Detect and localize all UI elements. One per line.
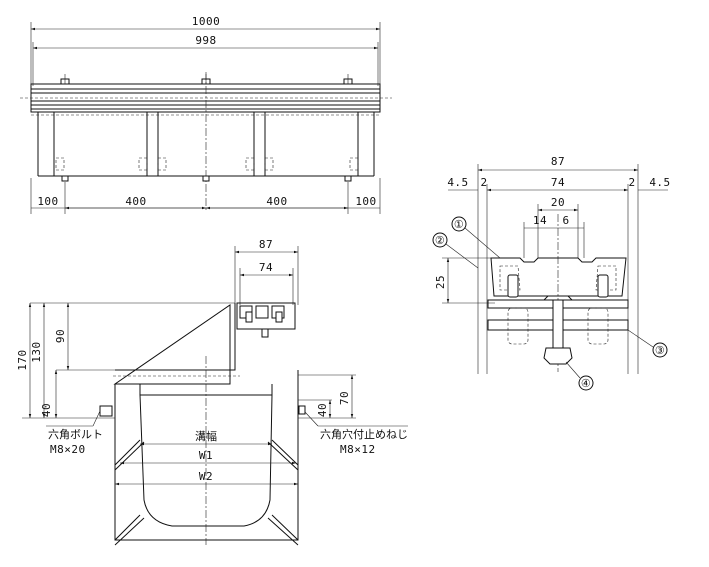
hex-bolt-size: M8×20 xyxy=(50,443,86,456)
callout-1-circle xyxy=(451,216,467,232)
top-view: 1000 998 xyxy=(20,15,392,214)
dim-25-detail: 25 xyxy=(434,275,447,289)
callout-2: ② xyxy=(435,234,445,247)
hex-bolt-label: 六角ボルト xyxy=(48,428,103,441)
dim-2-left: 2 xyxy=(480,176,487,189)
dim-4-5-right: 4.5 xyxy=(649,176,670,189)
dim-130: 130 xyxy=(30,341,43,362)
detail-bolt-left xyxy=(507,274,519,298)
dim-70: 70 xyxy=(338,391,351,405)
center-nut xyxy=(543,347,573,365)
grating-profile xyxy=(490,257,627,297)
hex-socket-label: 六角穴付止めねじ xyxy=(320,427,408,441)
channel-body xyxy=(114,384,299,541)
detail-bolt-right xyxy=(597,274,609,298)
detail-view: 87 74 4.5 4.5 2 2 20 14 6 25 xyxy=(432,155,670,391)
callout-4: ④ xyxy=(581,377,591,390)
channel-inner xyxy=(139,394,273,527)
dim-2-right: 2 xyxy=(628,176,635,189)
hex-bolt-left xyxy=(99,405,113,417)
callout-3: ③ xyxy=(655,344,665,357)
dim-400-left: 400 xyxy=(125,195,146,208)
dim-998: 998 xyxy=(195,34,216,47)
section-view: 87 74 170 130 90 40 xyxy=(16,238,408,546)
center-bolt xyxy=(552,299,564,349)
dim-40-left: 40 xyxy=(40,403,53,417)
dim-100-right: 100 xyxy=(355,195,376,208)
dim-20-detail: 20 xyxy=(551,196,565,209)
dim-400-right: 400 xyxy=(266,195,287,208)
section-frame-top xyxy=(113,303,236,385)
hex-socket-size: M8×12 xyxy=(340,443,376,456)
callout-1: ① xyxy=(454,218,464,231)
dim-90: 90 xyxy=(54,329,67,343)
dim-100-left: 100 xyxy=(37,195,58,208)
dim-1000: 1000 xyxy=(192,15,221,28)
dim-14-detail: 14 xyxy=(533,214,547,227)
dim-74-section: 74 xyxy=(259,261,273,274)
dim-4-5-left: 4.5 xyxy=(447,176,468,189)
callout-4-circle xyxy=(578,375,594,391)
dim-40-right: 40 xyxy=(316,403,329,417)
dim-6-detail: 6 xyxy=(562,214,569,227)
dim-87-section: 87 xyxy=(259,238,273,251)
dim-170: 170 xyxy=(16,349,29,370)
dim-w1: W1 xyxy=(199,449,213,462)
hex-socket-screw xyxy=(298,405,306,415)
dim-87-detail: 87 xyxy=(551,155,565,168)
callout-3-circle xyxy=(652,342,668,358)
callout-2-circle xyxy=(432,232,448,248)
dim-74-detail: 74 xyxy=(551,176,565,189)
dim-groove-width: 溝幅 xyxy=(195,430,217,443)
dim-w2: W2 xyxy=(199,470,213,483)
